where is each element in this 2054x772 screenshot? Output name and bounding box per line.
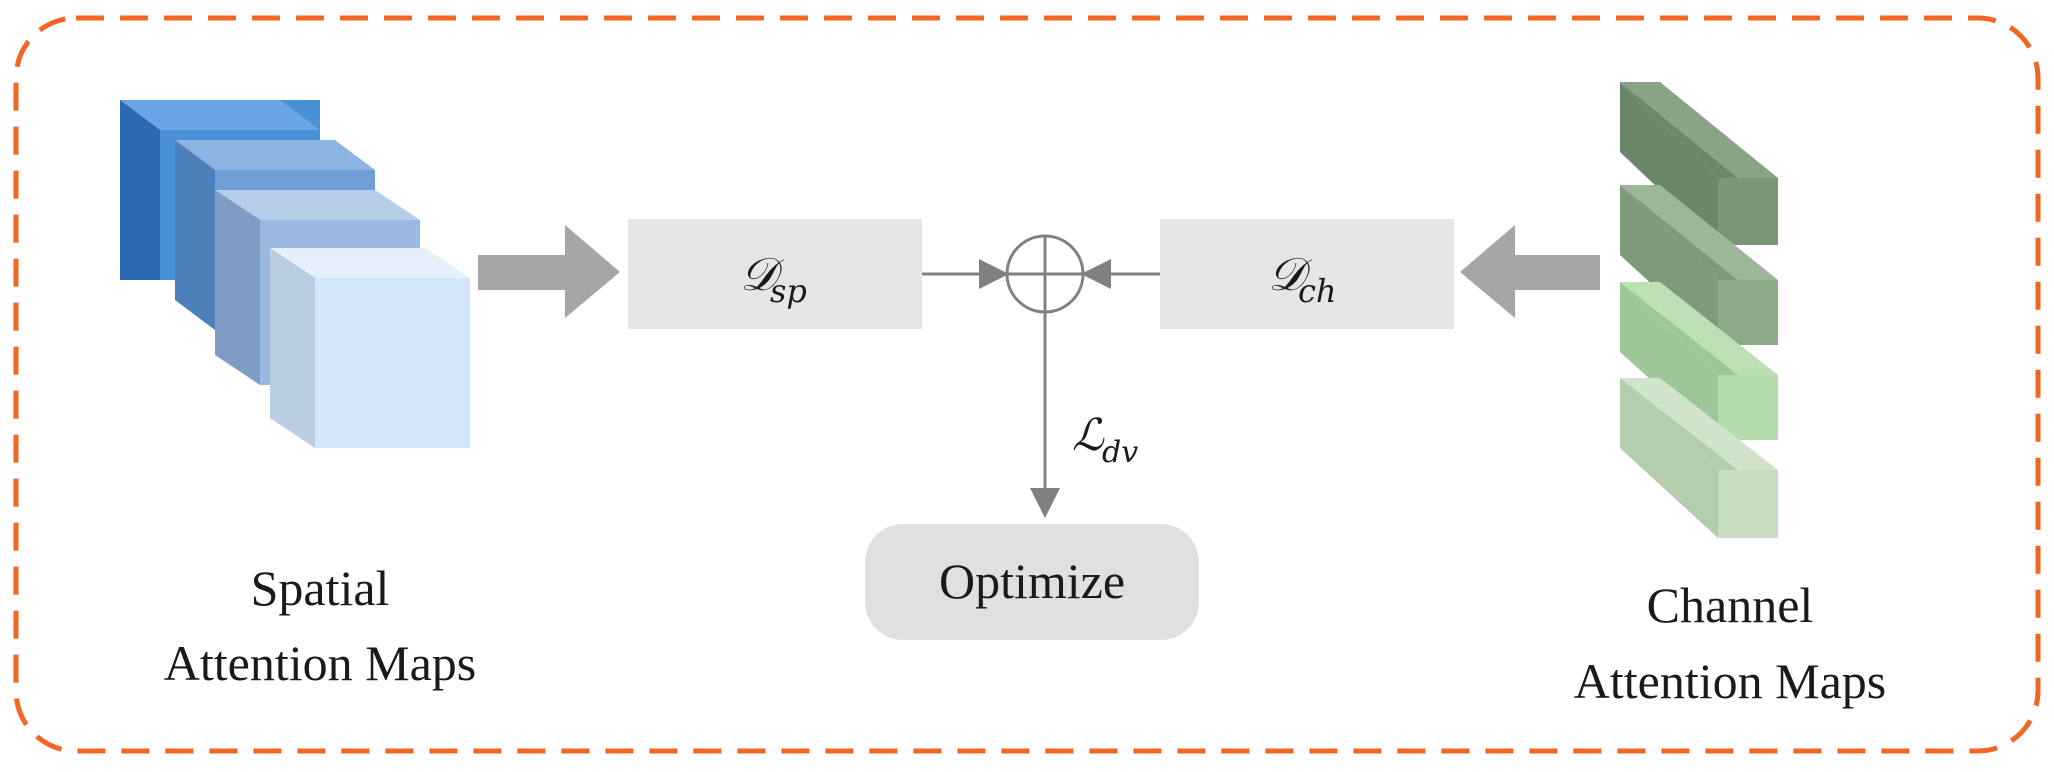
- channel-to-dch-arrow: [1460, 225, 1600, 318]
- spatial-to-dsp-arrow: [478, 225, 620, 318]
- spatial-label-line1: Spatial: [251, 560, 390, 616]
- channel-bar-3: [1620, 282, 1778, 440]
- optimize-label: Optimize: [939, 553, 1125, 609]
- loss-label: ℒ dv: [1072, 410, 1138, 470]
- dch-box: 𝒟 ch: [1160, 219, 1454, 329]
- channel-bar-4: [1620, 378, 1778, 538]
- loss-subscript: dv: [1102, 435, 1138, 470]
- channel-bar-1: [1620, 82, 1778, 245]
- spatial-label-line2: Attention Maps: [164, 635, 476, 691]
- dashed-border: [13, 15, 2041, 754]
- loss-symbol: ℒ: [1072, 410, 1105, 461]
- spatial-cube-4: [270, 248, 470, 448]
- channel-attention-bars: [1620, 82, 1778, 538]
- dsp-box: 𝒟 sp: [628, 219, 922, 329]
- channel-label-line2: Attention Maps: [1574, 653, 1886, 709]
- dch-subscript: ch: [1298, 272, 1337, 310]
- dsp-subscript: sp: [770, 272, 807, 310]
- oplus-symbol: [1005, 234, 1085, 314]
- channel-bar-2: [1620, 185, 1778, 345]
- channel-label-line1: Channel: [1647, 577, 1814, 633]
- optimize-box: Optimize: [865, 524, 1199, 640]
- spatial-attention-cubes: [120, 100, 470, 448]
